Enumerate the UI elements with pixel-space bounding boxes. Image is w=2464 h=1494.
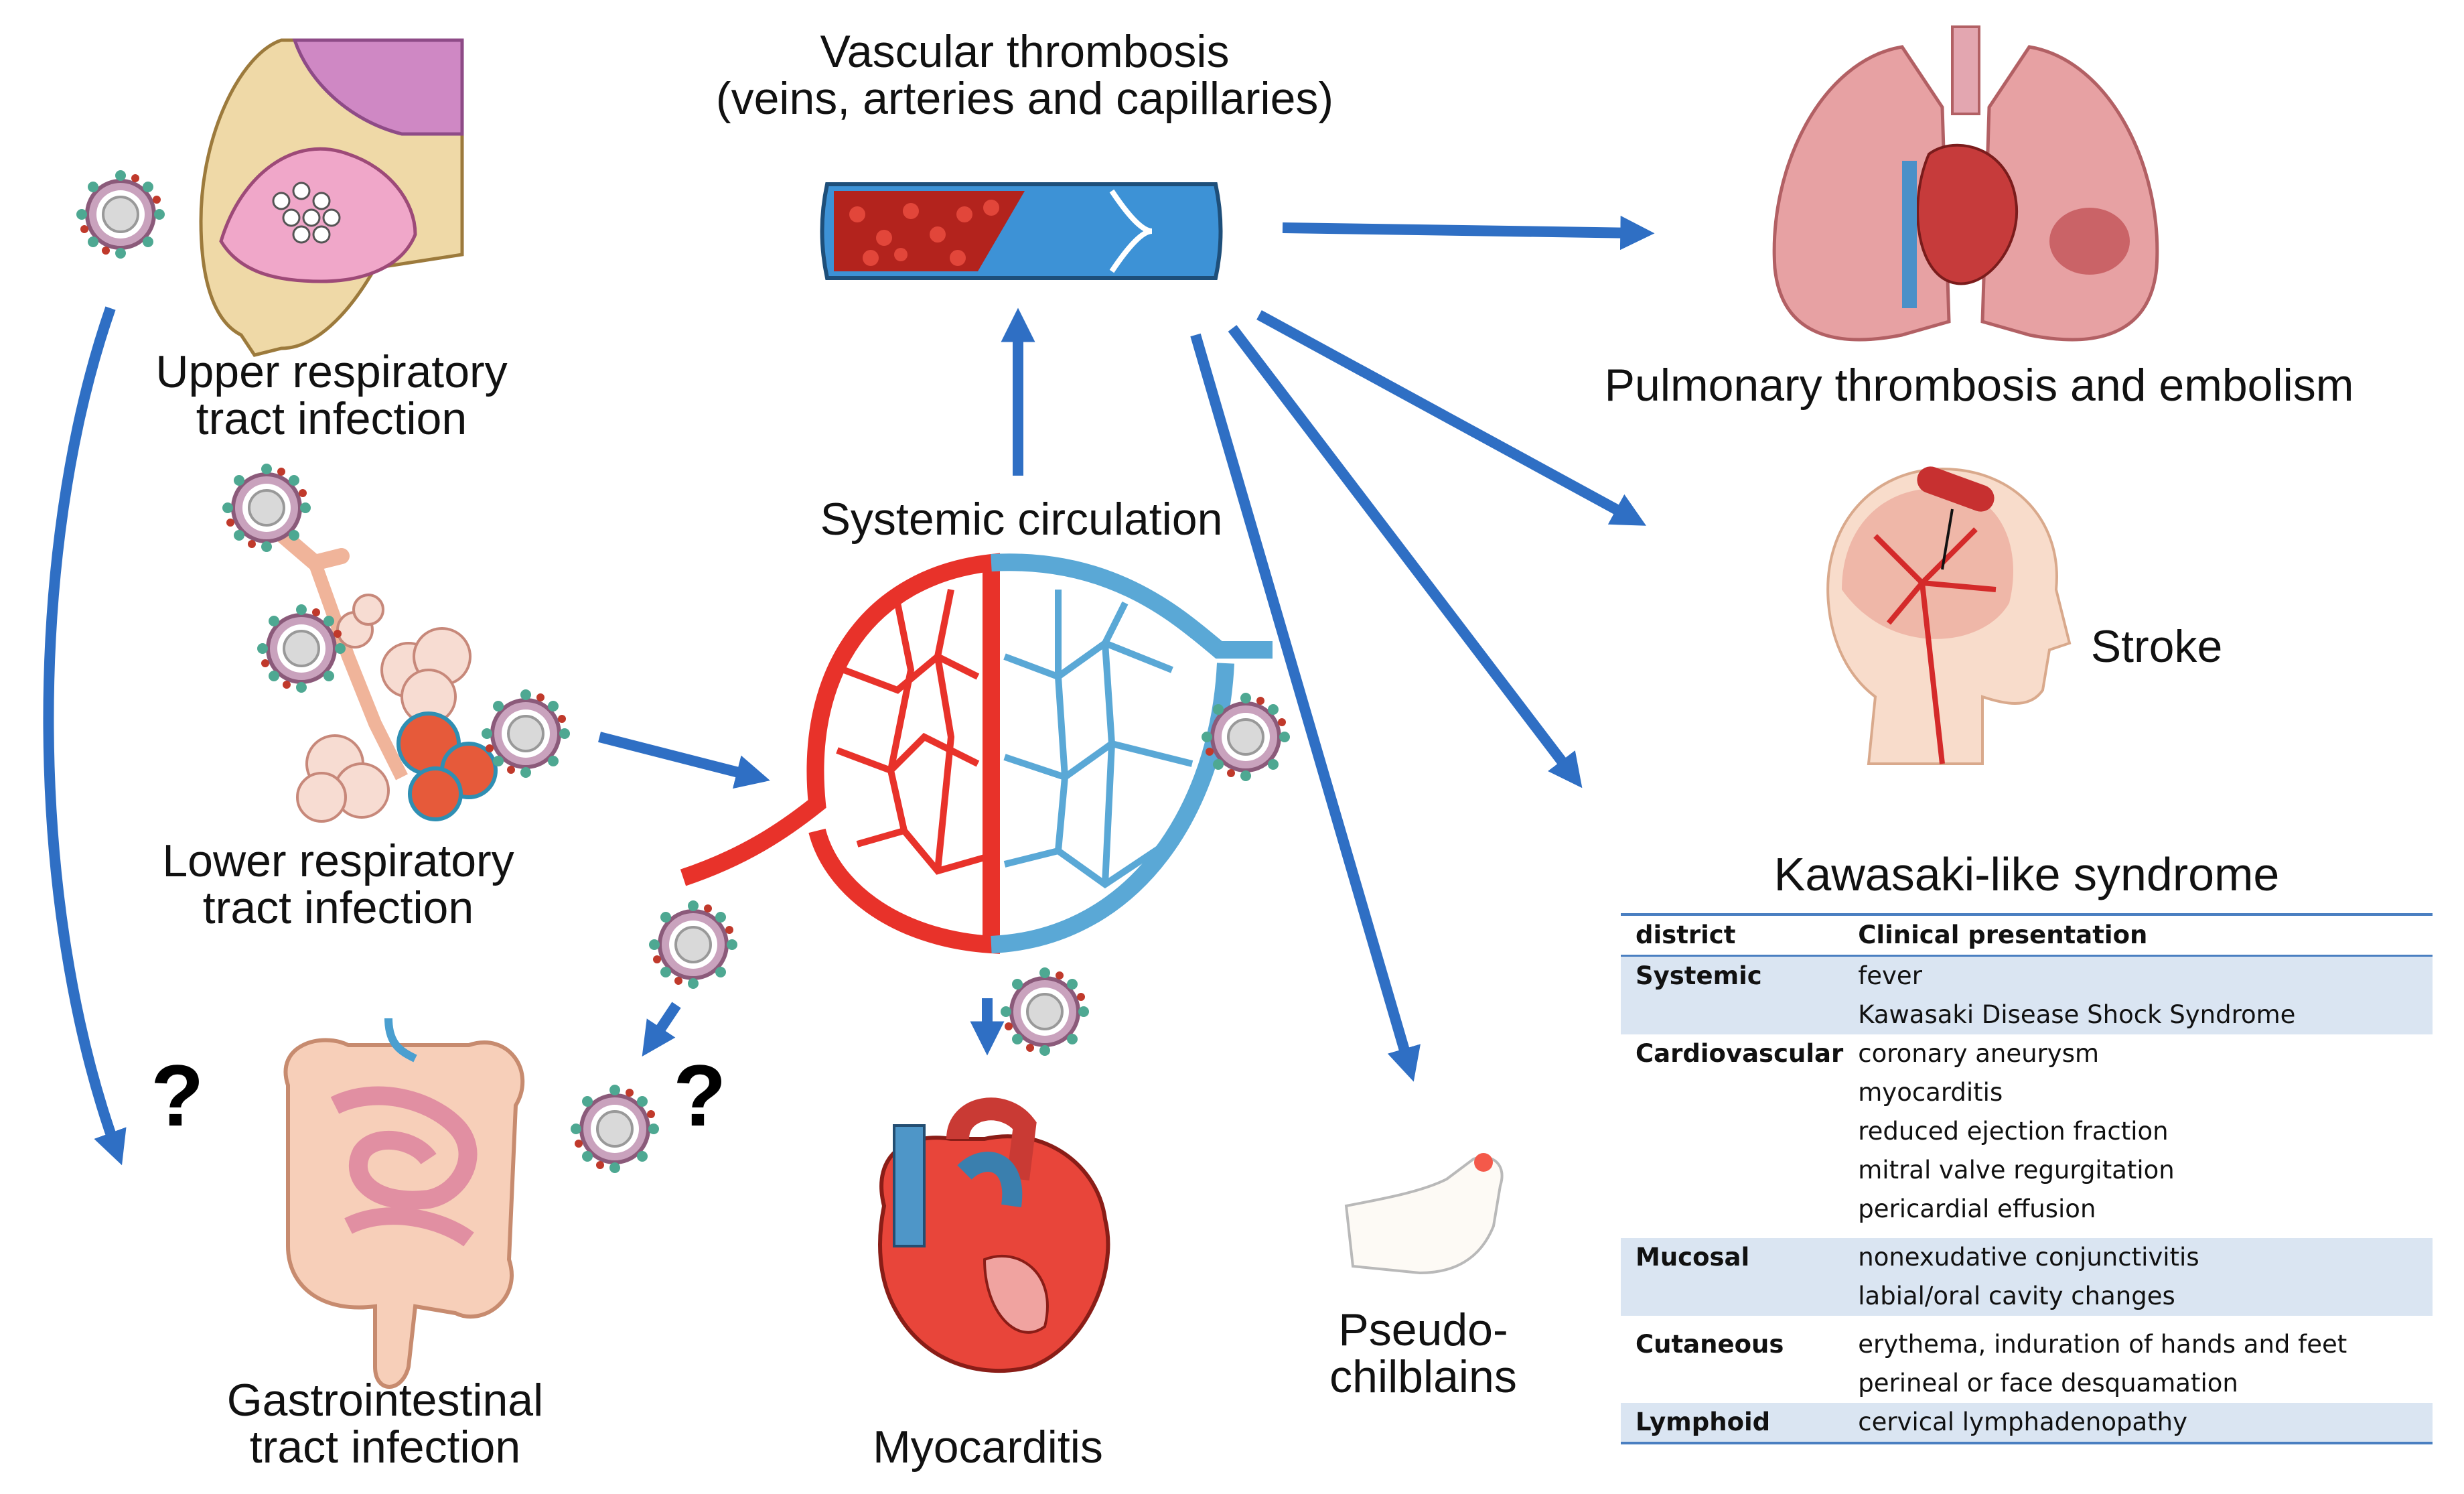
pulmonary-label: Pulmonary thrombosis and embolism (1604, 360, 2354, 411)
pseudo-chilblains-label: Pseudo- chilblains (1306, 1306, 1540, 1400)
presentation-cell: nonexudative conjunctivitis labial/oral c… (1843, 1238, 2433, 1316)
systemic-circulation-label: Systemic circulation (820, 494, 1223, 545)
table-header-row: district Clinical presentation (1621, 913, 2433, 957)
kawasaki-title: Kawasaki-like syndrome (1773, 848, 2280, 900)
lungs-illustration (1772, 25, 2159, 342)
district-cell: Lymphoid (1621, 1403, 1844, 1444)
presentation-item: pericardial effusion (1858, 1195, 2096, 1223)
presentation-item: nonexudative conjunctivitis (1858, 1243, 2199, 1272)
presentation-item: mitral valve regurgitation (1858, 1156, 2175, 1184)
row-spacer (1621, 1316, 2433, 1325)
stroke-label: Stroke (2090, 621, 2223, 672)
label-line: tract infection (196, 393, 467, 444)
virus-icon (482, 689, 570, 778)
table-row: Cardiovascular coronary aneurysm myocardit… (1621, 1034, 2433, 1229)
presentation-cell: coronary aneurysm myocarditis reduced ejec… (1843, 1034, 2433, 1229)
virus-icon (1001, 967, 1089, 1056)
spacer-cell (1843, 1316, 2433, 1325)
presentation-item: coronary aneurysm (1858, 1039, 2100, 1068)
label-line: Gastrointestinal (226, 1375, 544, 1426)
vascular-thrombosis-label: Vascular thrombosis (veins, arteries and… (683, 28, 1366, 122)
label-line: tract infection (249, 1422, 521, 1473)
kawasaki-panel: Kawasaki-like syndrome district Clinical… (1621, 847, 2433, 1444)
arrow-upper-to-gi (43, 306, 127, 1166)
capillary-network-illustration (680, 553, 1273, 954)
label-line: Pseudo- (1338, 1304, 1508, 1355)
alveoli-illustration (260, 515, 498, 823)
virus-icon (1202, 693, 1290, 781)
gastrointestinal-label: Gastrointestinal tract infection (167, 1377, 603, 1471)
presentation-item: perineal or face desquamation (1858, 1369, 2238, 1398)
label-line: tract infection (202, 882, 474, 933)
arrow-to-pseudo-chilblains (1190, 333, 1421, 1082)
virus-icon (571, 1085, 659, 1173)
label-line: Upper respiratory (155, 346, 508, 397)
virus-icon (257, 604, 346, 693)
presentation-item: myocarditis (1858, 1078, 2003, 1107)
column-header: Clinical presentation (1843, 913, 2433, 957)
question-mark: ? (151, 1046, 204, 1144)
question-mark: ? (673, 1046, 727, 1144)
presentation-cell: cervical lymphadenopathy (1843, 1403, 2433, 1444)
table-row: Cutaneous erythema, induration of hands a… (1621, 1325, 2433, 1403)
virus-icon (76, 170, 165, 259)
arrow-to-kawasaki (1228, 325, 1583, 789)
district-cell: Mucosal (1621, 1238, 1844, 1316)
blood-vessel-illustration (820, 182, 1223, 280)
arrow-lower-to-circulation (598, 732, 770, 789)
presentation-item: erythema, induration of hands and feet (1858, 1330, 2347, 1359)
district-cell: Cardiovascular (1636, 1039, 1844, 1068)
label-line: Vascular thrombosis (820, 26, 1230, 77)
district-cell: Systemic (1621, 955, 1844, 1034)
lower-respiratory-label: Lower respiratory tract infection (121, 837, 556, 931)
label-line: (veins, arteries and capillaries) (715, 73, 1334, 124)
label-line: chilblains (1329, 1351, 1517, 1402)
column-header: district (1621, 913, 1844, 957)
row-spacer (1621, 1229, 2433, 1238)
myocarditis-label: Myocarditis (873, 1422, 1103, 1473)
presentation-item: Kawasaki Disease Shock Syndrome (1858, 1000, 2296, 1029)
presentation-cell: erythema, induration of hands and feet pe… (1843, 1325, 2433, 1403)
arrow-circulation-to-gi (642, 1002, 681, 1057)
presentation-item: labial/oral cavity changes (1858, 1282, 2175, 1310)
table-row: Lymphoid cervical lymphadenopathy (1621, 1403, 2433, 1444)
spacer-cell (1621, 1316, 1843, 1325)
virus-icon (222, 464, 311, 552)
foot-illustration (1344, 1153, 1504, 1275)
upper-respiratory-label: Upper respiratory tract infection (114, 348, 549, 442)
table-row: Mucosal nonexudative conjunctivitis labial… (1621, 1238, 2433, 1316)
intestine-illustration (283, 1018, 525, 1389)
head-illustration (1826, 466, 2072, 765)
flow-arrows (43, 215, 1655, 1166)
spacer-cell (1843, 1229, 2433, 1238)
district-cell: Cutaneous (1636, 1330, 1784, 1359)
spacer-cell (1621, 1229, 1843, 1238)
presentation-item: fever (1858, 961, 1922, 990)
arrow-to-stroke (1256, 310, 1646, 526)
nasal-cavity-illustration (199, 38, 464, 357)
presentation-item: cervical lymphadenopathy (1858, 1408, 2187, 1436)
presentation-item: reduced ejection fraction (1858, 1117, 2169, 1146)
heart-illustration (878, 1097, 1110, 1373)
label-line: Lower respiratory (162, 835, 514, 886)
virus-icon (649, 900, 737, 989)
arrow-thrombosis-to-pulmonary (1282, 215, 1655, 251)
